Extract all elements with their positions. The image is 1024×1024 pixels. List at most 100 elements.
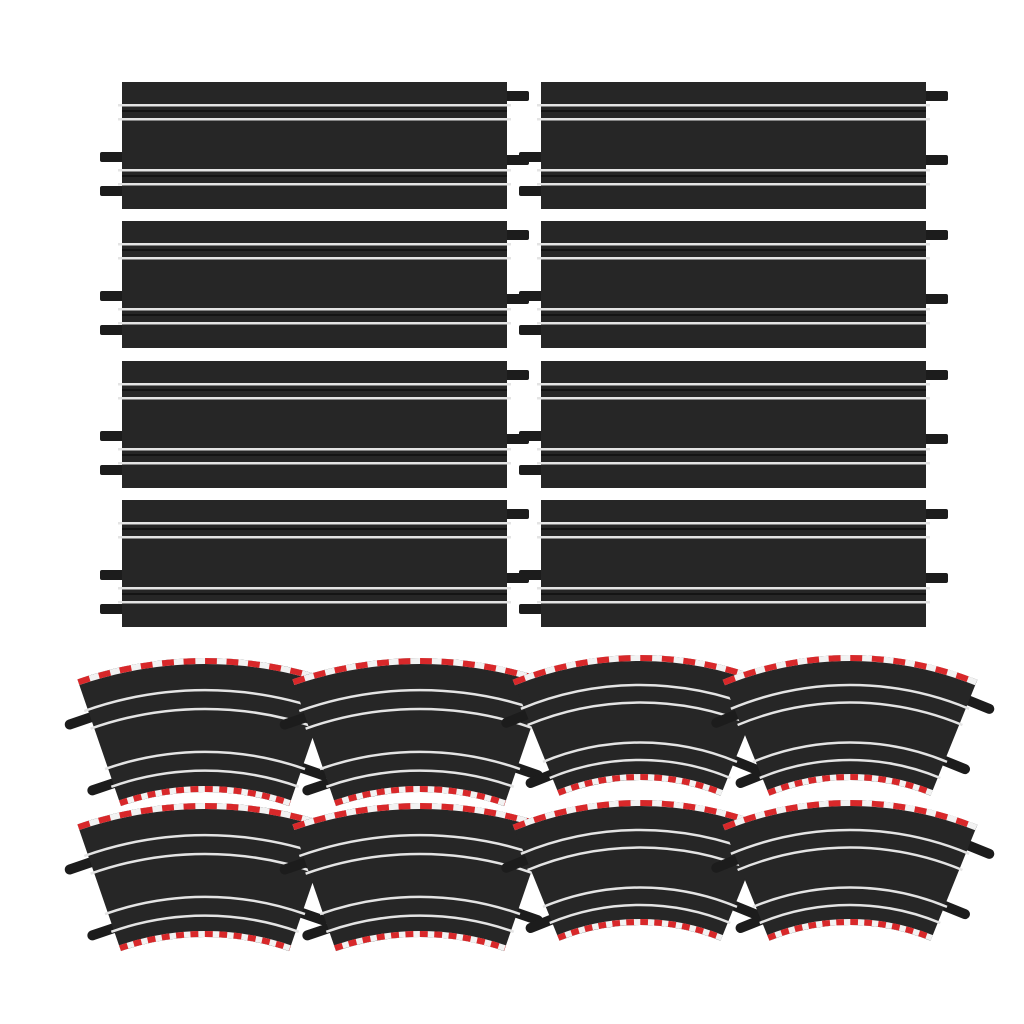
connector-tab	[711, 709, 742, 728]
connector-tab	[100, 152, 124, 162]
rail	[730, 683, 970, 710]
connector-tab	[924, 509, 948, 519]
rail	[118, 243, 511, 246]
outer-curb-stripes	[722, 800, 978, 831]
connector-tab	[505, 509, 529, 519]
rail	[118, 536, 511, 539]
connector-tab	[100, 291, 124, 301]
connector-tab	[519, 604, 543, 614]
track-surface	[122, 500, 507, 627]
connector-tab	[924, 573, 948, 583]
track-surface	[122, 221, 507, 348]
rail	[118, 383, 511, 386]
curved-track-piece	[501, 655, 785, 796]
guide-slot	[541, 454, 926, 456]
inner-curb-stripes	[334, 931, 506, 952]
connector-tab	[100, 325, 124, 335]
connector-tab	[519, 152, 543, 162]
inner-curb-stripes	[119, 931, 291, 952]
rail	[537, 169, 930, 172]
rail	[537, 522, 930, 525]
rail	[110, 914, 300, 933]
rail	[737, 846, 963, 872]
connector-tab	[519, 431, 543, 441]
outer-curb-stripes	[512, 655, 768, 686]
rail	[118, 448, 511, 451]
guide-slot	[122, 249, 507, 251]
connector-tab	[519, 325, 543, 335]
guide-slot	[122, 528, 507, 530]
rail	[537, 243, 930, 246]
rail	[542, 741, 738, 764]
connector-tab	[501, 709, 532, 728]
rail	[298, 688, 542, 713]
rail	[110, 769, 300, 788]
track-surface	[512, 800, 768, 941]
connector-tab	[100, 465, 124, 475]
curved-track-piece	[64, 803, 351, 952]
outer-curb-stripes	[292, 803, 548, 831]
connector-tab	[505, 370, 529, 380]
connector-tab	[64, 857, 96, 875]
track-surface	[512, 655, 768, 796]
rail	[118, 522, 511, 525]
rail	[537, 601, 930, 604]
rail	[298, 833, 542, 858]
connector-tab	[87, 778, 119, 796]
connector-tab	[963, 840, 995, 859]
connector-tab	[100, 186, 124, 196]
connector-tab	[519, 291, 543, 301]
connector-tab	[505, 230, 529, 240]
connector-tab	[100, 570, 124, 580]
rail	[549, 758, 731, 780]
connector-tab	[519, 570, 543, 580]
connector-tab	[729, 900, 760, 920]
rail	[542, 886, 738, 909]
guide-slot	[122, 593, 507, 595]
guide-slot	[122, 454, 507, 456]
rail	[537, 183, 930, 186]
connector-tab	[297, 908, 328, 926]
inner-curb-stripes	[767, 919, 933, 941]
connector-tab	[924, 370, 948, 380]
rail	[319, 750, 521, 771]
rail	[537, 104, 930, 107]
rail	[118, 118, 511, 121]
connector-tab	[100, 431, 124, 441]
track-surface	[122, 361, 507, 488]
track-surface	[292, 803, 548, 952]
rail	[520, 828, 760, 855]
connector-tab	[512, 763, 543, 781]
connector-tab	[302, 778, 334, 796]
rail	[83, 688, 327, 713]
connector-tab	[525, 769, 556, 788]
straight-track-piece	[100, 221, 529, 348]
outer-curb-stripes	[77, 803, 333, 831]
connector-tab	[512, 908, 543, 926]
connector-tab	[501, 854, 532, 873]
connector-tab	[519, 186, 543, 196]
rail	[118, 183, 511, 186]
track-surface	[722, 800, 978, 941]
connector-tab	[924, 434, 948, 444]
outer-curb-stripes	[722, 655, 978, 686]
rail	[83, 833, 327, 858]
rail	[118, 257, 511, 260]
rail	[118, 587, 511, 590]
guide-slot	[541, 593, 926, 595]
rail	[118, 601, 511, 604]
connector-tab	[64, 712, 96, 730]
rail	[537, 536, 930, 539]
rail	[537, 308, 930, 311]
inner-curb-stripes	[119, 786, 291, 807]
straight-track-piece	[519, 361, 948, 488]
rail	[104, 895, 306, 916]
rail	[759, 903, 941, 925]
connector-tab	[711, 854, 742, 873]
curved-track-piece	[64, 658, 351, 807]
rail	[730, 828, 970, 855]
track-surface	[722, 655, 978, 796]
guide-slot	[122, 389, 507, 391]
track-surface	[122, 82, 507, 209]
guide-slot	[122, 110, 507, 112]
